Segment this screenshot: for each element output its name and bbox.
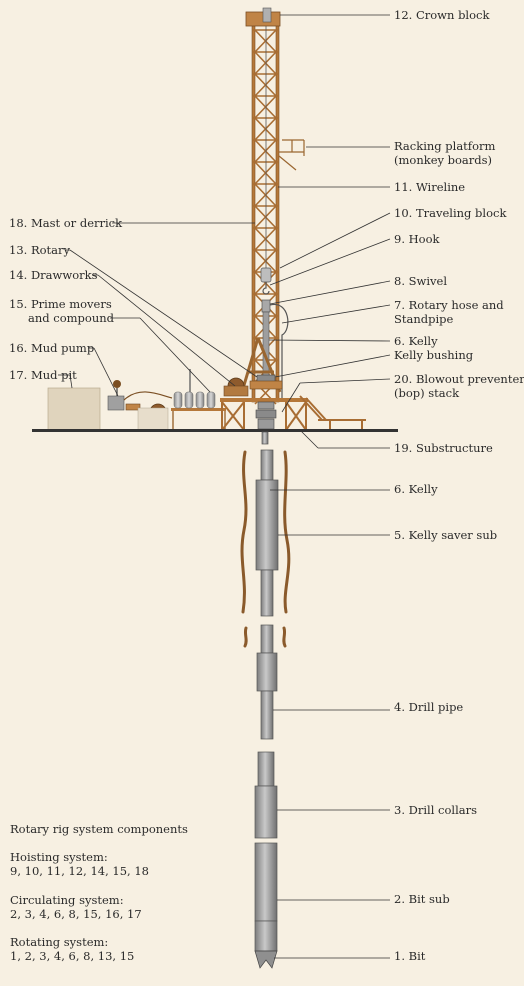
conductor-stub — [261, 431, 269, 445]
label-standpipe: Standpipe — [394, 312, 454, 326]
label-bop: 20. Blowout preventer — [394, 372, 524, 386]
label-kelly-bushing: Kelly bushing — [394, 348, 474, 362]
label-drill-collars: 3. Drill collars — [394, 803, 478, 817]
label-swivel: 8. Swivel — [394, 274, 448, 288]
label-wireline: 11. Wireline — [394, 180, 466, 194]
crown-block — [245, 7, 281, 27]
label-mud-pit: 17. Mud pit — [9, 368, 77, 382]
label-mud-pump: 16. Mud pump — [9, 341, 95, 355]
legend-title: Rotary rig system components — [10, 822, 188, 836]
drawworks — [223, 377, 249, 397]
label-prime-movers: 15. Prime movers — [9, 297, 112, 311]
label-kelly: 6. Kelly — [394, 334, 438, 348]
rotary-table — [249, 380, 283, 390]
legend-rotating-items: 1, 2, 3, 4, 6, 8, 13, 15 — [10, 949, 135, 963]
drill-collars — [254, 785, 278, 839]
leader-lines — [58, 14, 391, 959]
kelly-saver-sub — [255, 479, 279, 571]
legend-circulating-title: Circulating system: — [10, 893, 124, 907]
bit — [254, 950, 278, 969]
label-drawworks: 14. Drawworks — [9, 268, 98, 282]
label-bop-stack: (bop) stack — [394, 386, 460, 400]
drill-pipe — [260, 690, 274, 740]
label-mast: 18. Mast or derrick — [9, 216, 123, 230]
label-rotary: 13. Rotary — [9, 243, 70, 257]
tool-joint — [256, 652, 278, 692]
legend-rotating-title: Rotating system: — [10, 935, 109, 949]
catwalk — [299, 395, 366, 430]
rotary-hose — [269, 304, 289, 398]
label-bit: 1. Bit — [394, 949, 426, 963]
bit-body — [254, 920, 278, 952]
label-kelly-saver-sub: 5. Kelly saver sub — [394, 528, 498, 542]
bop-stack — [255, 401, 277, 430]
substructure — [220, 398, 308, 431]
bit-sub — [254, 842, 278, 922]
label-substructure: 19. Substructure — [394, 441, 493, 455]
mud-pump — [107, 380, 173, 431]
label-hook: 9. Hook — [394, 232, 440, 246]
swivel — [261, 299, 271, 313]
traveling-block — [260, 267, 272, 283]
kelly-pipe-lower — [260, 569, 274, 617]
drill-collar-upper — [257, 751, 275, 787]
legend-hoisting-title: Hoisting system: — [10, 850, 108, 864]
mud-pit — [47, 387, 101, 431]
label-crown-block: 12. Crown block — [394, 8, 490, 22]
label-rotary-hose: 7. Rotary hose and — [394, 298, 504, 312]
kelly-lower — [260, 449, 274, 481]
label-racking-platform-sub: (monkey boards) — [394, 153, 493, 167]
label-bit-sub: 2. Bit sub — [394, 892, 450, 906]
legend-hoisting-items: 9, 10, 11, 12, 14, 15, 18 — [10, 864, 149, 878]
wellbore — [240, 450, 291, 648]
racking-platform — [278, 139, 305, 171]
prime-movers — [171, 369, 226, 430]
label-drill-pipe: 4. Drill pipe — [394, 700, 464, 714]
ground-line — [32, 429, 398, 432]
drill-pipe-upper — [260, 624, 274, 654]
label-prime-movers-sub: and compound — [28, 311, 115, 325]
legend-circulating-items: 2, 3, 4, 6, 8, 15, 16, 17 — [10, 907, 142, 921]
label-racking-platform: Racking platform — [394, 139, 496, 153]
label-kelly-lower: 6. Kelly — [394, 482, 438, 496]
drill-string — [254, 431, 279, 969]
label-traveling-block: 10. Traveling block — [394, 206, 507, 220]
hook — [262, 282, 270, 295]
